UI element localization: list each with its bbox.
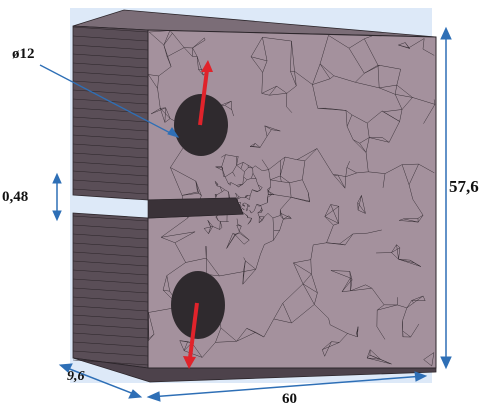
height-label: 57,6 [449, 178, 479, 195]
height-arrow-top [441, 28, 451, 39]
thickness-arrow-right [129, 390, 141, 398]
specimen-body [73, 10, 436, 382]
width-label: 60 [282, 392, 297, 407]
gap-arrow-top [53, 174, 61, 183]
hole-diameter-label: ø12 [12, 47, 35, 62]
height-arrow-bottom [441, 357, 451, 368]
gap-arrow-bottom [53, 211, 61, 220]
notch-opening-label: 0,48 [2, 190, 28, 205]
width-arrow-left [148, 392, 160, 401]
thickness-label: 9,6 [67, 370, 85, 384]
side-face-upper [73, 26, 148, 200]
